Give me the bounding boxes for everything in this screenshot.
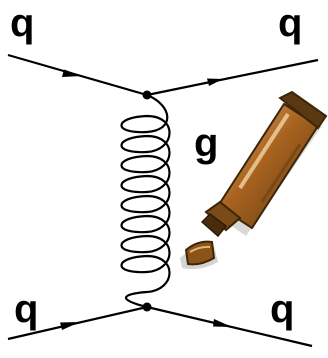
- label-quark-bottom-left: q: [14, 287, 38, 331]
- bottom-fermion-lines: [8, 307, 312, 346]
- label-quark-top-left: q: [10, 1, 34, 45]
- label-quark-bottom-right: q: [270, 287, 294, 331]
- glue-tube-icon: [180, 92, 326, 269]
- top-fermion-lines: [8, 55, 318, 95]
- arrow-icon: [60, 322, 80, 330]
- arrow-icon: [213, 319, 232, 327]
- label-gluon: g: [194, 121, 218, 165]
- label-quark-top-right: q: [278, 1, 302, 45]
- arrow-icon: [62, 70, 82, 78]
- vertex-bottom: [143, 303, 152, 312]
- outgoing-quark-line-top: [147, 60, 318, 95]
- arrow-icon: [207, 79, 223, 87]
- vertex-top: [143, 91, 152, 100]
- gluon-propagator: [121, 95, 169, 307]
